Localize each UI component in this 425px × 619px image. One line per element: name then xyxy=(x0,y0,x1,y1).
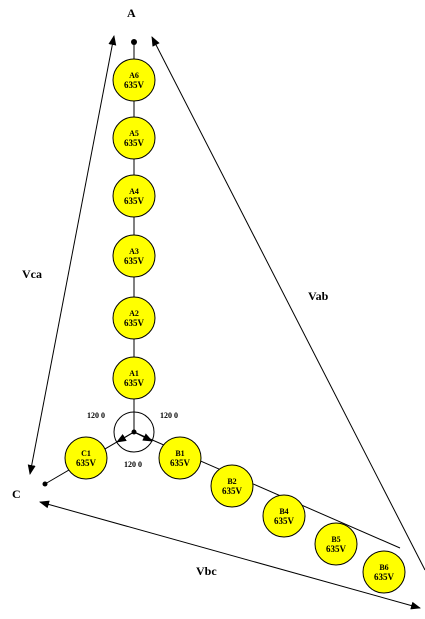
vbc-arrow xyxy=(39,500,421,610)
vca-arrow xyxy=(27,35,117,475)
cell-circle xyxy=(112,234,156,278)
cell-name: A3 xyxy=(129,247,139,256)
cell-name: B2 xyxy=(227,477,236,486)
cell-circle xyxy=(210,464,254,508)
line-voltage-arrows xyxy=(27,35,425,610)
cell-circle xyxy=(112,356,156,400)
vab-label: Vab xyxy=(308,289,329,303)
cell-circle xyxy=(314,522,358,566)
cell-circle xyxy=(262,494,306,538)
cell-name: B4 xyxy=(279,507,288,516)
cell-circle xyxy=(64,436,108,480)
cell-voltage: 635V xyxy=(124,318,145,328)
cell-voltage: 635V xyxy=(76,458,97,468)
node-c-label: C xyxy=(12,487,21,501)
cell-name: A6 xyxy=(129,71,139,80)
cell-name: B1 xyxy=(175,449,184,458)
cell-voltage: 635V xyxy=(222,486,243,496)
cell-name: A4 xyxy=(129,187,139,196)
angle-label-bottom: 120 0 xyxy=(124,460,142,469)
cell-voltage: 635V xyxy=(124,80,145,90)
cell-voltage: 635V xyxy=(124,196,145,206)
cell-name: A5 xyxy=(129,129,139,138)
cell-voltage: 635V xyxy=(374,572,395,582)
node-a-label: A xyxy=(127,6,136,20)
cell-voltage: 635V xyxy=(170,458,191,468)
cell-circle xyxy=(112,116,156,160)
neutral-point xyxy=(113,411,155,453)
cell-voltage: 635V xyxy=(326,544,347,554)
cell-name: B5 xyxy=(331,535,340,544)
vab-arrow xyxy=(151,36,425,571)
cell-voltage: 635V xyxy=(124,378,145,388)
cell-voltage: 635V xyxy=(274,516,295,526)
vca-label: Vca xyxy=(22,267,42,281)
cell-circle xyxy=(362,550,406,594)
cell-name: B6 xyxy=(379,563,388,572)
cell-name: A2 xyxy=(129,309,139,318)
cell-name: C1 xyxy=(81,449,91,458)
cells: A6635VA5635VA4635VA3635VA2635VA1635VC163… xyxy=(64,58,406,594)
cell-voltage: 635V xyxy=(124,256,145,266)
angle-label-left: 120 0 xyxy=(87,411,105,420)
angle-label-right: 120 0 xyxy=(160,411,178,420)
cell-circle xyxy=(112,174,156,218)
cell-circle xyxy=(112,58,156,102)
cell-voltage: 635V xyxy=(124,138,145,148)
cell-name: A1 xyxy=(129,369,139,378)
cell-circle xyxy=(158,436,202,480)
vbc-label: Vbc xyxy=(196,564,217,578)
cell-circle xyxy=(112,296,156,340)
